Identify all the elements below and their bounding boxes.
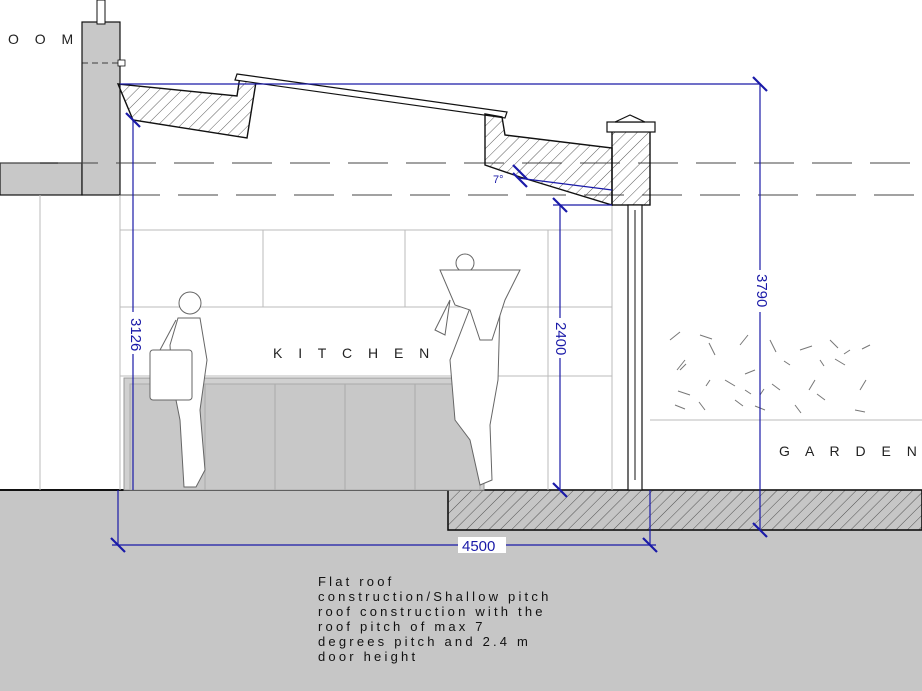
note-line: construction/Shallow pitch (318, 589, 552, 604)
kitchen-label: K I T C H E N (273, 345, 435, 361)
note-line: roof pitch of max 7 (318, 619, 486, 634)
dim-bg-door (554, 318, 566, 358)
note-line: Flat roof (318, 574, 395, 589)
garden-shrubs (669, 331, 871, 414)
construction-note: Flat roof construction/Shallow pitch roo… (318, 574, 648, 664)
roof (116, 73, 656, 206)
garden-label: G A R D E N (779, 443, 922, 459)
dashed-lines (0, 162, 922, 196)
interior-lines (39, 195, 922, 490)
dim-bg-right (754, 270, 766, 312)
person-woman-figure (149, 291, 208, 488)
dim-bg-width (458, 537, 506, 553)
dimension-height-left: 3126 (127, 318, 144, 351)
note-line: roof construction with the (318, 604, 546, 619)
dimension-door-height: 2400 (552, 322, 569, 355)
dim-bg-left (127, 312, 139, 354)
dimension-height-right: 3790 (753, 274, 770, 307)
person-father-child-figure (434, 253, 521, 486)
dimension-pitch: 7° (493, 174, 504, 186)
dimension-ticks (110, 76, 768, 553)
room-label: O O M (8, 31, 79, 47)
note-line: door height (318, 649, 419, 664)
door-frame (627, 204, 643, 491)
existing-wall (0, 0, 126, 196)
note-line: degrees pitch and 2.4 m (318, 634, 532, 649)
ground (0, 489, 922, 691)
dimension-width: 4500 (462, 538, 495, 555)
